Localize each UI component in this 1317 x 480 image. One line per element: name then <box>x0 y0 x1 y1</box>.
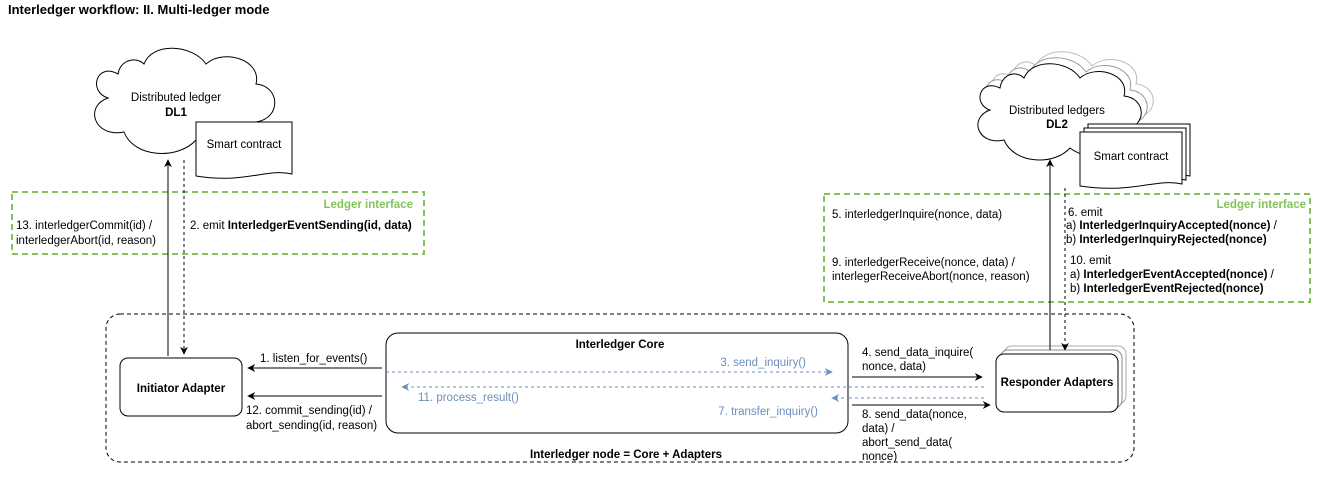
emit6-accepted: a) InterledgerInquiryAccepted(nonce) / <box>1066 220 1278 232</box>
send-data-line1: 8. send_data(nonce, <box>862 409 967 421</box>
interledger-node-container <box>105 313 1135 463</box>
dl1-smart-contract: Smart contract <box>195 121 293 179</box>
emit-event-sending: 2. emit InterledgerEventSending(id, data… <box>190 220 412 232</box>
initiator-adapter-label: Initiator Adapter <box>137 383 226 395</box>
right-ledger-interface <box>823 193 1311 303</box>
emit6-rejected: b) InterledgerInquiryRejected(nonce) <box>1066 234 1267 246</box>
send-data-line2: data) / <box>862 423 895 435</box>
initiator-adapter-box <box>119 357 243 417</box>
left-interface-label: Ledger interface <box>324 199 413 211</box>
commit-call-line2: interledgerAbort(id, reason) <box>16 235 156 247</box>
dl2-label: Distributed ledgers <box>1009 105 1105 117</box>
send-data-inquire-line2: nonce, data) <box>862 361 926 373</box>
receive-call-line2: interlegerReceiveAbort(nonce, reason) <box>832 271 1030 283</box>
diagram-title: Interledger workflow: II. Multi-ledger m… <box>8 2 269 17</box>
commit-call-line1: 13. interledgerCommit(id) / <box>16 220 153 232</box>
dl2-smart-contract: Smart contract <box>1079 123 1191 189</box>
dl2-name: DL2 <box>1046 119 1068 131</box>
dl1-contract-label: Smart contract <box>207 139 283 151</box>
send-data-inquire-line1: 4. send_data_inquire( <box>862 347 973 359</box>
transfer-inquiry-label: 7. transfer_inquiry() <box>718 406 818 418</box>
right-interface-label: Ledger interface <box>1217 199 1306 211</box>
process-result-label: 11. process_result() <box>418 392 519 404</box>
send-data-line3: abort_send_data( <box>862 437 952 449</box>
interledger-node-label: Interledger node = Core + Adapters <box>530 449 722 461</box>
commit-sending-line2: abort_sending(id, reason) <box>246 420 377 432</box>
emit6-label: 6. emit <box>1068 207 1103 219</box>
dl1-label: Distributed ledger <box>131 92 221 104</box>
responder-adapters-box <box>995 353 1119 413</box>
receive-call-line1: 9. interledgerReceive(nonce, data) / <box>832 257 1016 269</box>
inquire-call: 5. interledgerInquire(nonce, data) <box>832 209 1002 221</box>
send-data-line4: nonce) <box>862 451 897 463</box>
interledger-core-box <box>385 332 849 434</box>
listen-label: 1. listen_for_events() <box>260 353 368 365</box>
send-inquiry-label: 3. send_inquiry() <box>720 357 806 369</box>
emit10-accepted: a) InterledgerEventAccepted(nonce) / <box>1070 269 1275 281</box>
dl2-contract-label: Smart contract <box>1094 151 1170 163</box>
emit10-label: 10. emit <box>1070 255 1112 267</box>
commit-sending-line1: 12. commit_sending(id) / <box>246 405 373 417</box>
left-ledger-interface <box>11 191 425 255</box>
dl1-name: DL1 <box>165 107 187 119</box>
emit10-rejected: b) InterledgerEventRejected(nonce) <box>1070 283 1264 295</box>
responder-adapters-label: Responder Adapters <box>1001 377 1114 389</box>
interledger-core-label: Interledger Core <box>576 339 665 351</box>
